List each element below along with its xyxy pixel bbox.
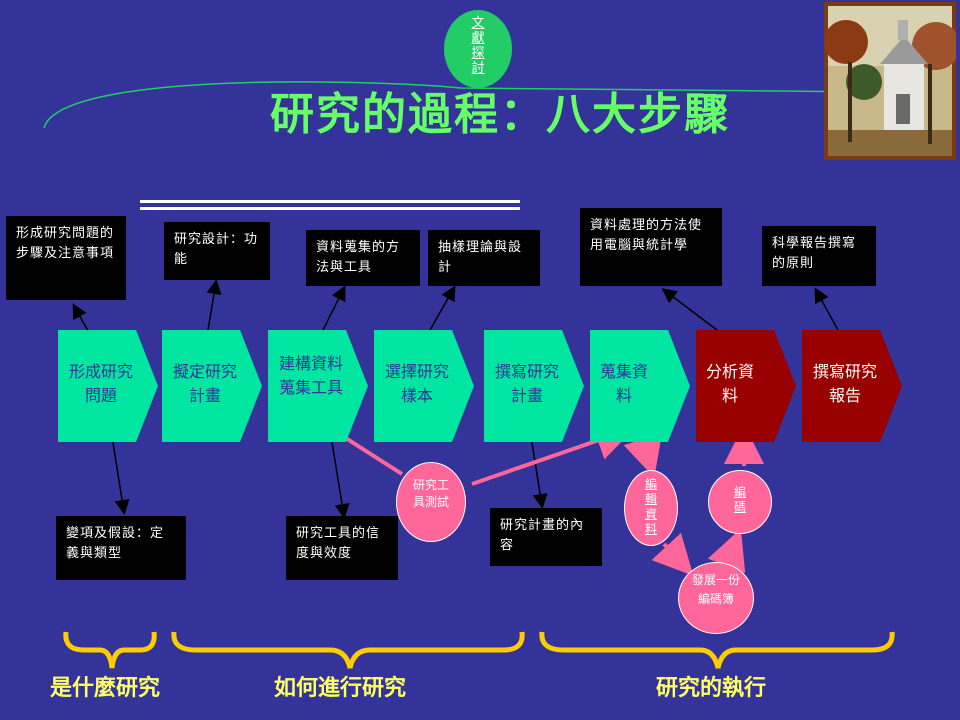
- title-underline-bottom: [140, 207, 520, 210]
- brace-how: [171, 631, 525, 669]
- oval-edit-data-label: 編輯資料: [644, 477, 657, 536]
- literature-arc: [43, 81, 881, 129]
- step-5-write-plan[interactable]: 撰寫研究計畫: [484, 322, 584, 450]
- brace-what: [63, 631, 157, 669]
- note-reliability-validity: 研究工具的信度與效度: [286, 516, 398, 580]
- oval-edit-data[interactable]: 編輯資料: [624, 470, 678, 546]
- note-collection-methods: 資料蒐集的方法與工具: [306, 230, 420, 286]
- step-6-arrow-shape: [590, 330, 690, 442]
- page-title: 研究的過程：八大步驟: [270, 89, 730, 140]
- step-5-label: 撰寫研究計畫: [494, 362, 559, 405]
- step-4-select-sample[interactable]: 選擇研究樣本: [374, 322, 474, 450]
- step-3-arrow-shape: [268, 330, 368, 442]
- oval-instrument-pretest-label: 研究工具測試: [412, 478, 449, 509]
- step-4-arrow-shape: [374, 330, 474, 442]
- line-step5-bnote3: [529, 429, 548, 509]
- step-8-label: 撰寫研究報告: [812, 362, 877, 405]
- step-1-label: 形成研究問題: [68, 362, 133, 405]
- step-1-form-question[interactable]: 形成研究問題: [58, 322, 158, 450]
- step-8-arrow-shape: [802, 330, 902, 442]
- line-step3-bnote2: [329, 429, 350, 519]
- step-6-label: 蒐集資料: [599, 362, 648, 405]
- step-3-build-instrument[interactable]: 建構資料蒐集工具: [268, 322, 368, 450]
- step-7-arrow-shape: [696, 330, 796, 442]
- note-sampling-theory: 抽樣理論與設計: [428, 230, 540, 286]
- step-8-write-report[interactable]: 撰寫研究報告: [802, 322, 902, 450]
- note-variables-hypotheses: 變項及假設：定義與類型: [56, 516, 186, 580]
- title-underline-top: [140, 200, 520, 203]
- category-how-research: 如何進行研究: [274, 676, 407, 701]
- step-6-collect-data[interactable]: 蒐集資料: [590, 322, 690, 450]
- step-2-label: 擬定研究計畫: [172, 362, 237, 405]
- category-research-execution: 研究的執行: [656, 676, 767, 701]
- note-report-writing: 科學報告撰寫的原則: [762, 226, 876, 286]
- note-forming-question-steps: 形成研究問題的步驟及注意事項: [6, 216, 126, 300]
- step-7-analyze-data[interactable]: 分析資料: [696, 322, 796, 450]
- step-2-draft-plan[interactable]: 擬定研究計畫: [162, 322, 262, 450]
- line-step2-note2: [206, 279, 222, 331]
- step-2-arrow-shape: [162, 330, 262, 442]
- brace-execution: [539, 631, 895, 669]
- note-plan-content: 研究計畫的內容: [490, 508, 602, 566]
- note-research-design: 研究設計：功能: [164, 222, 270, 280]
- church-painting-image: [824, 2, 960, 160]
- step-7-label: 分析資料: [705, 362, 754, 405]
- literature-review-bubble[interactable]: 文獻探討: [444, 10, 512, 88]
- oval-coding-label: 編碼: [733, 485, 746, 514]
- pink-edit-codebook: [651, 532, 694, 576]
- step-4-label: 選擇研究樣本: [384, 362, 449, 405]
- note-data-processing: 資料處理的方法使用電腦與統計學: [580, 208, 722, 286]
- oval-coding[interactable]: 編碼: [708, 470, 772, 534]
- step-5-arrow-shape: [484, 330, 584, 442]
- step-1-arrow-shape: [58, 330, 158, 442]
- step-3-label: 建構資料蒐集工具: [278, 354, 343, 397]
- oval-develop-codebook[interactable]: 發展一份編碼簿: [678, 562, 754, 634]
- pink-codebook-coding: [707, 528, 746, 574]
- oval-develop-codebook-label: 發展一份編碼簿: [691, 573, 740, 606]
- oval-instrument-pretest[interactable]: 研究工具測試: [396, 462, 466, 542]
- category-what-research: 是什麼研究: [50, 676, 161, 701]
